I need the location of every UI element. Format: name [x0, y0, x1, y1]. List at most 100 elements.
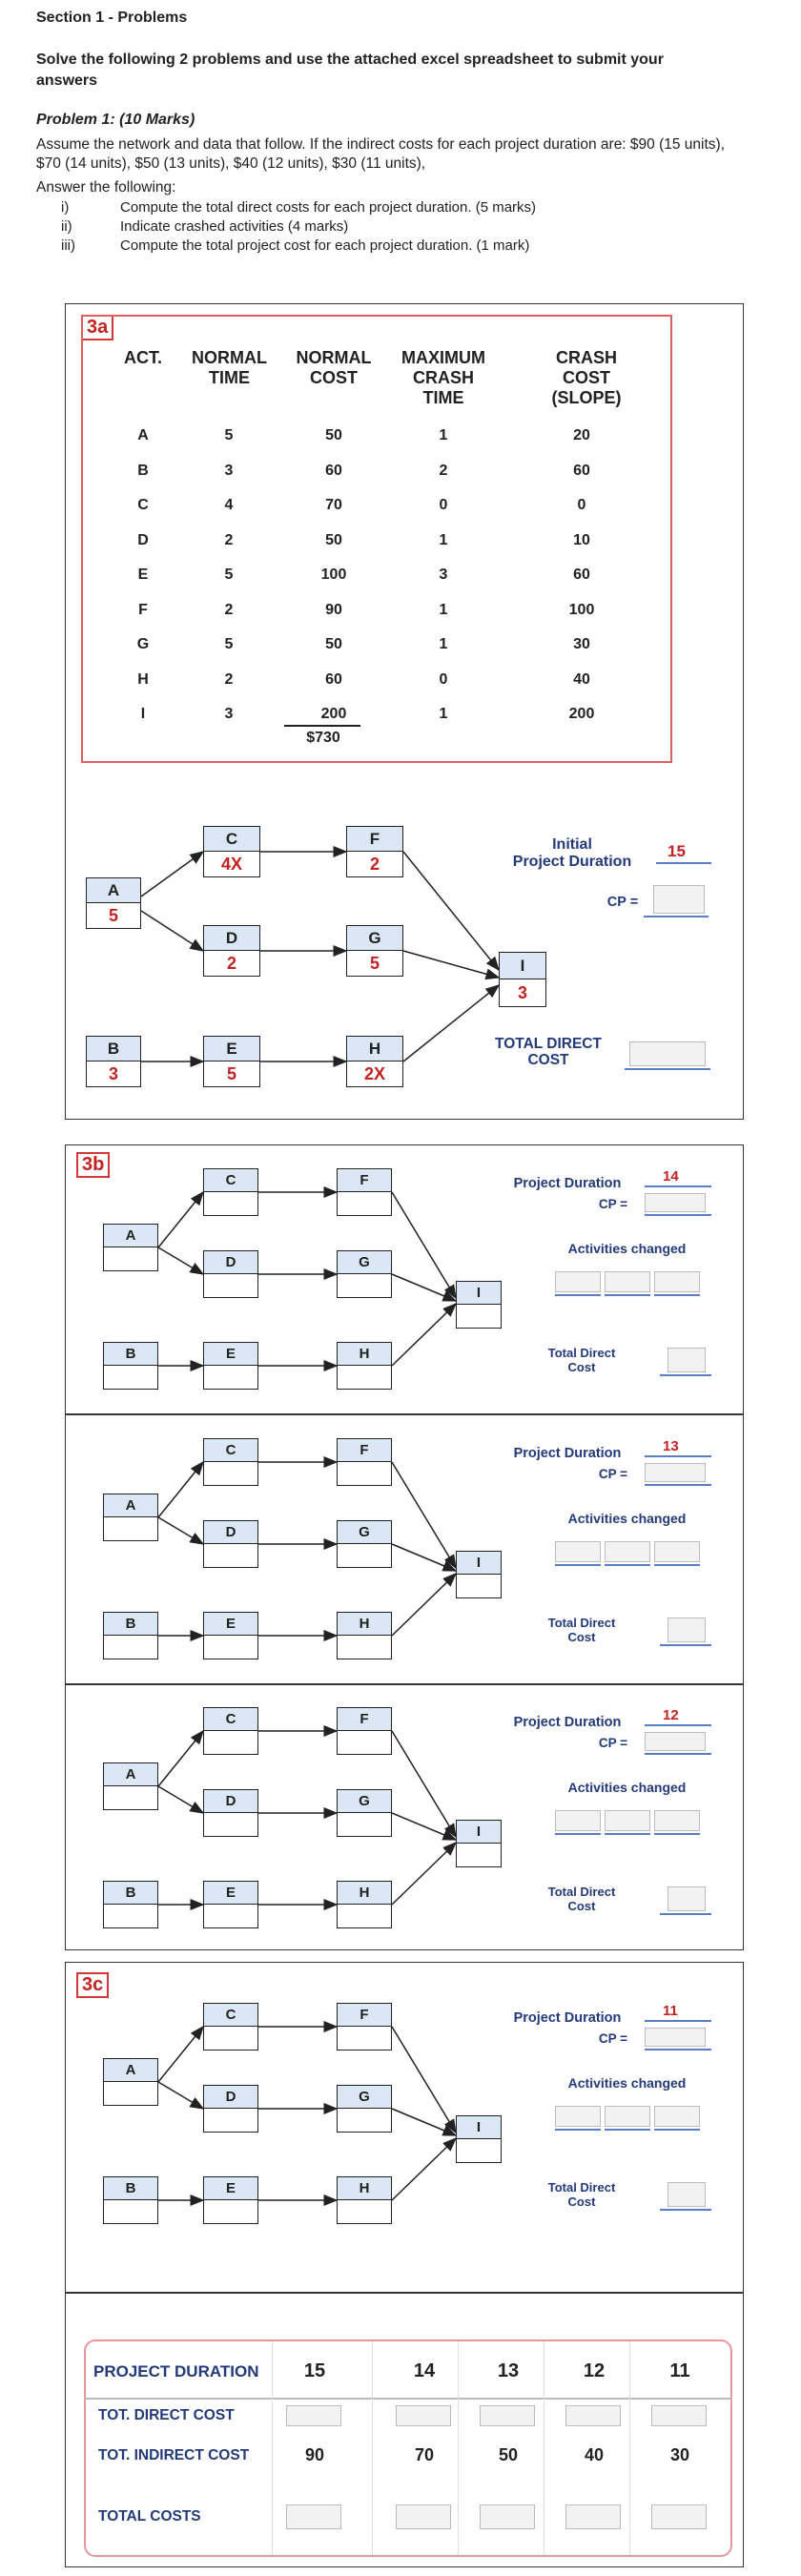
summary-direct-input-14[interactable]	[396, 2405, 451, 2426]
item-3-num: iii)	[61, 237, 75, 254]
node-e-label: E	[204, 1037, 259, 1061]
p3b-13-activity-changed-input-1[interactable]	[555, 1541, 601, 1562]
sum-direct-label: TOT. DIRECT COST	[98, 2407, 235, 2423]
p3b-14-cp-input[interactable]	[645, 1193, 706, 1212]
p3b-13-node-i: I	[456, 1551, 502, 1598]
p3c-11-node-a: A	[103, 2058, 158, 2106]
row-i-crash-slope: 200	[568, 706, 595, 722]
p3b-12-total-direct-input[interactable]	[668, 1886, 706, 1911]
p3b-14-arrow-f-i	[391, 1191, 457, 1300]
initial-duration-label: Initial Project Duration	[512, 836, 632, 870]
p3c-11-node-d-input[interactable]	[204, 2109, 257, 2132]
p3b-14-total-direct-input[interactable]	[668, 1348, 706, 1372]
col-max-crash-time: MAXIMUM CRASH TIME	[401, 348, 485, 407]
summary-direct-input-15[interactable]	[286, 2405, 341, 2426]
p3b-12-duration-value: 12	[663, 1707, 679, 1723]
p3b-13-activities-label: Activities changed	[567, 1511, 687, 1526]
p3b-12-node-c-label: C	[204, 1708, 257, 1731]
p3b-12-node-i-label: I	[457, 1821, 501, 1844]
p3b-14-node-i-label: I	[457, 1282, 501, 1305]
p3c-11-node-f-input[interactable]	[338, 2027, 391, 2050]
activity-table	[81, 315, 672, 763]
p3b-12-activity-underline-1	[555, 1833, 601, 1835]
summary-direct-input-11[interactable]	[651, 2405, 707, 2426]
p3c-11-total-direct-input[interactable]	[668, 2182, 706, 2207]
p3b-12-duration-underline	[645, 1724, 711, 1726]
cp-input-3a[interactable]	[653, 885, 705, 914]
p3c-11-node-a-input[interactable]	[104, 2082, 157, 2105]
p3b-14-activity-changed-input-2[interactable]	[605, 1271, 650, 1292]
p3b-12-node-e: E	[203, 1881, 258, 1928]
p3c-11-activity-changed-input-1[interactable]	[555, 2106, 601, 2127]
p3c-11-node-d-label: D	[204, 2086, 257, 2109]
p3b-12-activity-changed-input-2[interactable]	[605, 1810, 650, 1831]
p3b-13-activity-changed-input-2[interactable]	[605, 1541, 650, 1562]
p3b-13-node-f-label: F	[338, 1439, 391, 1462]
row-e-act: E	[137, 567, 149, 583]
summary-total-input-14[interactable]	[396, 2504, 451, 2529]
p3b-12-cp-input[interactable]	[645, 1732, 706, 1751]
p3b-12-activity-changed-input-3[interactable]	[654, 1810, 700, 1831]
p3b-13-total-direct-input[interactable]	[668, 1618, 706, 1642]
p3b-12-arrow-h-i	[391, 1841, 458, 1906]
p3c-11-node-c-input[interactable]	[204, 2027, 257, 2050]
row-f-normal-time: 2	[224, 601, 234, 618]
p3c-11-activities-label: Activities changed	[567, 2075, 687, 2091]
p3b-12-activity-underline-2	[605, 1833, 650, 1835]
p3b-13-node-a-label: A	[104, 1494, 157, 1517]
p3c-11-node-e-input[interactable]	[204, 2200, 257, 2223]
row-e-normal-cost: 100	[320, 567, 347, 583]
p3b-13-cp-input[interactable]	[645, 1463, 706, 1482]
p3b-14-activity-underline-1	[555, 1294, 601, 1296]
summary-col-sep-3	[458, 2341, 459, 2555]
row-b-crash-slope: 60	[573, 462, 590, 479]
p3b-13-duration-value: 13	[663, 1438, 679, 1454]
p3b-14-arrow-h-i	[391, 1302, 458, 1367]
summary-duration-13: 13	[497, 2360, 520, 2381]
p3c-11-node-g-label: G	[338, 2086, 391, 2109]
row-h-crash-time: 0	[439, 670, 448, 688]
p3b-13-node-h-label: H	[338, 1613, 391, 1636]
summary-total-input-15[interactable]	[286, 2504, 341, 2529]
p3b-13-arrow-h-i	[391, 1572, 458, 1637]
p3b-13-activity-changed-input-3[interactable]	[654, 1541, 700, 1562]
p3b-14-activity-changed-input-1[interactable]	[555, 1271, 601, 1292]
p3c-11-node-h-input[interactable]	[338, 2200, 391, 2223]
p3b-12-node-h: H	[337, 1881, 392, 1928]
p3c-11-activity-changed-input-2[interactable]	[605, 2106, 650, 2127]
p3b-12-activity-changed-input-1[interactable]	[555, 1810, 601, 1831]
p3b-13-cp-label: CP =	[598, 1467, 628, 1481]
instructions: Solve the following 2 problems and use t…	[36, 52, 664, 89]
row-h-normal-time: 2	[224, 670, 234, 688]
node-i-time: 3	[517, 982, 527, 1002]
summary-total-input-13[interactable]	[480, 2504, 535, 2529]
p3c-11-node-b-input[interactable]	[104, 2200, 157, 2223]
p3b-13-activity-underline-2	[605, 1564, 650, 1566]
row-d-crash-time: 1	[439, 531, 448, 548]
p3b-14-activity-changed-input-3[interactable]	[654, 1271, 700, 1292]
summary-direct-input-12[interactable]	[565, 2405, 621, 2426]
p3b-13-node-h: H	[337, 1612, 392, 1659]
row-a-normal-cost: 50	[325, 427, 342, 443]
p3c-11-node-g-input[interactable]	[338, 2109, 391, 2132]
p3b-13-node-c: C	[203, 1438, 258, 1486]
panel-3b-tag: 3b	[76, 1152, 111, 1178]
summary-total-input-12[interactable]	[565, 2504, 621, 2529]
row-f-normal-cost: 90	[325, 601, 342, 618]
p3b-14-total-direct-underline	[660, 1374, 711, 1376]
summary-divider	[84, 2398, 732, 2400]
summary-direct-input-13[interactable]	[480, 2405, 535, 2426]
summary-total-input-11[interactable]	[651, 2504, 707, 2529]
total-direct-input-3a[interactable]	[629, 1041, 706, 1066]
p3c-11-cp-input[interactable]	[645, 2028, 706, 2047]
p3c-11-total-direct-underline	[660, 2209, 711, 2211]
summary-col-sep-2	[372, 2341, 373, 2555]
p3c-11-activity-changed-input-3[interactable]	[654, 2106, 700, 2127]
p3b-14-activity-underline-2	[605, 1294, 650, 1296]
p3c-11-node-i-input[interactable]	[457, 2139, 501, 2162]
p3b-13-duration-underline	[645, 1455, 711, 1457]
p3b-12-cp-underline	[645, 1753, 711, 1755]
p3c-11-node-a-label: A	[104, 2059, 157, 2082]
